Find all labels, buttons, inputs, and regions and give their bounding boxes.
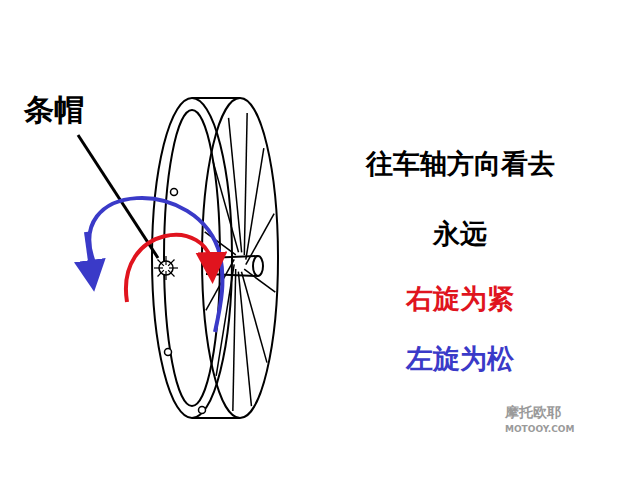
note: 右旋为紧 <box>406 283 514 315</box>
loosen-arrow <box>89 198 222 332</box>
spoke-holes <box>159 189 206 414</box>
spoke <box>229 118 242 252</box>
watermark: MOTOOY.COM <box>505 424 574 435</box>
spokes <box>205 113 276 411</box>
nipple-ray <box>158 260 164 266</box>
nipple-ray <box>165 271 166 280</box>
nipple-ray <box>168 270 174 276</box>
note: 往车轴方向看去 <box>366 148 555 180</box>
axle <box>206 256 263 276</box>
wheel-rim <box>152 98 278 418</box>
note: 左旋为松 <box>406 343 514 375</box>
nipple-ray <box>154 267 163 268</box>
nipple-ray <box>168 260 174 266</box>
nipple-ray <box>165 256 166 265</box>
loosen-arrow-head <box>86 232 92 276</box>
watermark: 摩托欧耶 <box>505 404 561 421</box>
spoke <box>238 272 251 406</box>
note: 永远 <box>433 218 487 250</box>
nipple-star <box>154 256 178 280</box>
nipple-ray <box>169 267 178 268</box>
nipple-ray <box>158 270 164 276</box>
spoke <box>233 269 236 411</box>
spoke <box>246 148 264 259</box>
spoke <box>244 113 247 255</box>
tighten-arrow <box>126 235 212 302</box>
part-name: 条帽 <box>24 92 84 128</box>
